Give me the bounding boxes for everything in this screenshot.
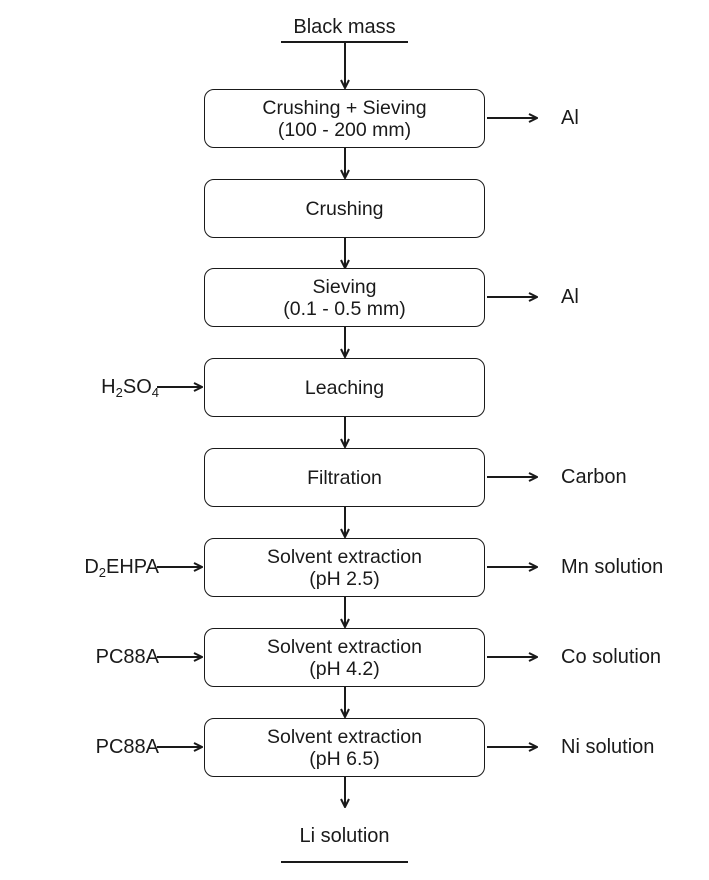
step-2-line1: Crushing [305, 197, 384, 220]
step-1-line2: (100 - 200 mm) [277, 118, 412, 141]
output-step5: Carbon [561, 466, 627, 488]
step-box-8: Solvent extraction (pH 6.5) [204, 718, 485, 777]
input-step8-pc88a: PC88A [95, 736, 159, 758]
step-box-7: Solvent extraction (pH 4.2) [204, 628, 485, 687]
input-step6-part-a: D [84, 556, 99, 578]
step-3-line2: (0.1 - 0.5 mm) [283, 297, 406, 320]
step-box-5: Filtration [204, 448, 485, 507]
step-8-line2: (pH 6.5) [309, 747, 380, 770]
start-label: Black mass [293, 16, 396, 38]
input-step4-h2so4: H2SO4 [101, 375, 159, 399]
input-step4-sub-1: 2 [115, 385, 123, 400]
step-box-4: Leaching [204, 358, 485, 417]
step-3-line1: Sieving [312, 275, 377, 298]
output-step3: Al [561, 286, 579, 308]
output-step7: Co solution [561, 646, 662, 668]
step-5-line1: Filtration [307, 466, 382, 489]
input-step6-d2ehpa: D2EHPA [84, 555, 159, 579]
step-7-line1: Solvent extraction [266, 635, 422, 658]
step-box-6: Solvent extraction (pH 2.5) [204, 538, 485, 597]
step-box-3: Sieving (0.1 - 0.5 mm) [204, 268, 485, 327]
step-6-line1: Solvent extraction [266, 545, 422, 568]
input-step4-part-a: H [101, 376, 116, 398]
input-step6-sub-1: 2 [98, 565, 107, 580]
step-box-1: Crushing + Sieving (100 - 200 mm) [204, 89, 485, 148]
output-step8: Ni solution [561, 736, 655, 758]
output-step1: Al [561, 107, 579, 129]
step-8-line1: Solvent extraction [266, 725, 422, 748]
step-6-line2: (pH 2.5) [309, 567, 380, 590]
step-7-line2: (pH 4.2) [309, 657, 380, 680]
input-step7-pc88a: PC88A [95, 646, 159, 668]
input-step4-part-b: SO [122, 376, 152, 398]
input-step6-part-b: EHPA [106, 556, 159, 578]
input-step4-sub-2: 4 [151, 385, 159, 400]
step-1-line1: Crushing + Sieving [262, 96, 427, 119]
step-box-2: Crushing [204, 179, 485, 238]
step-4-line1: Leaching [304, 376, 385, 399]
end-label: Li solution [299, 825, 390, 847]
output-step6: Mn solution [561, 556, 664, 578]
